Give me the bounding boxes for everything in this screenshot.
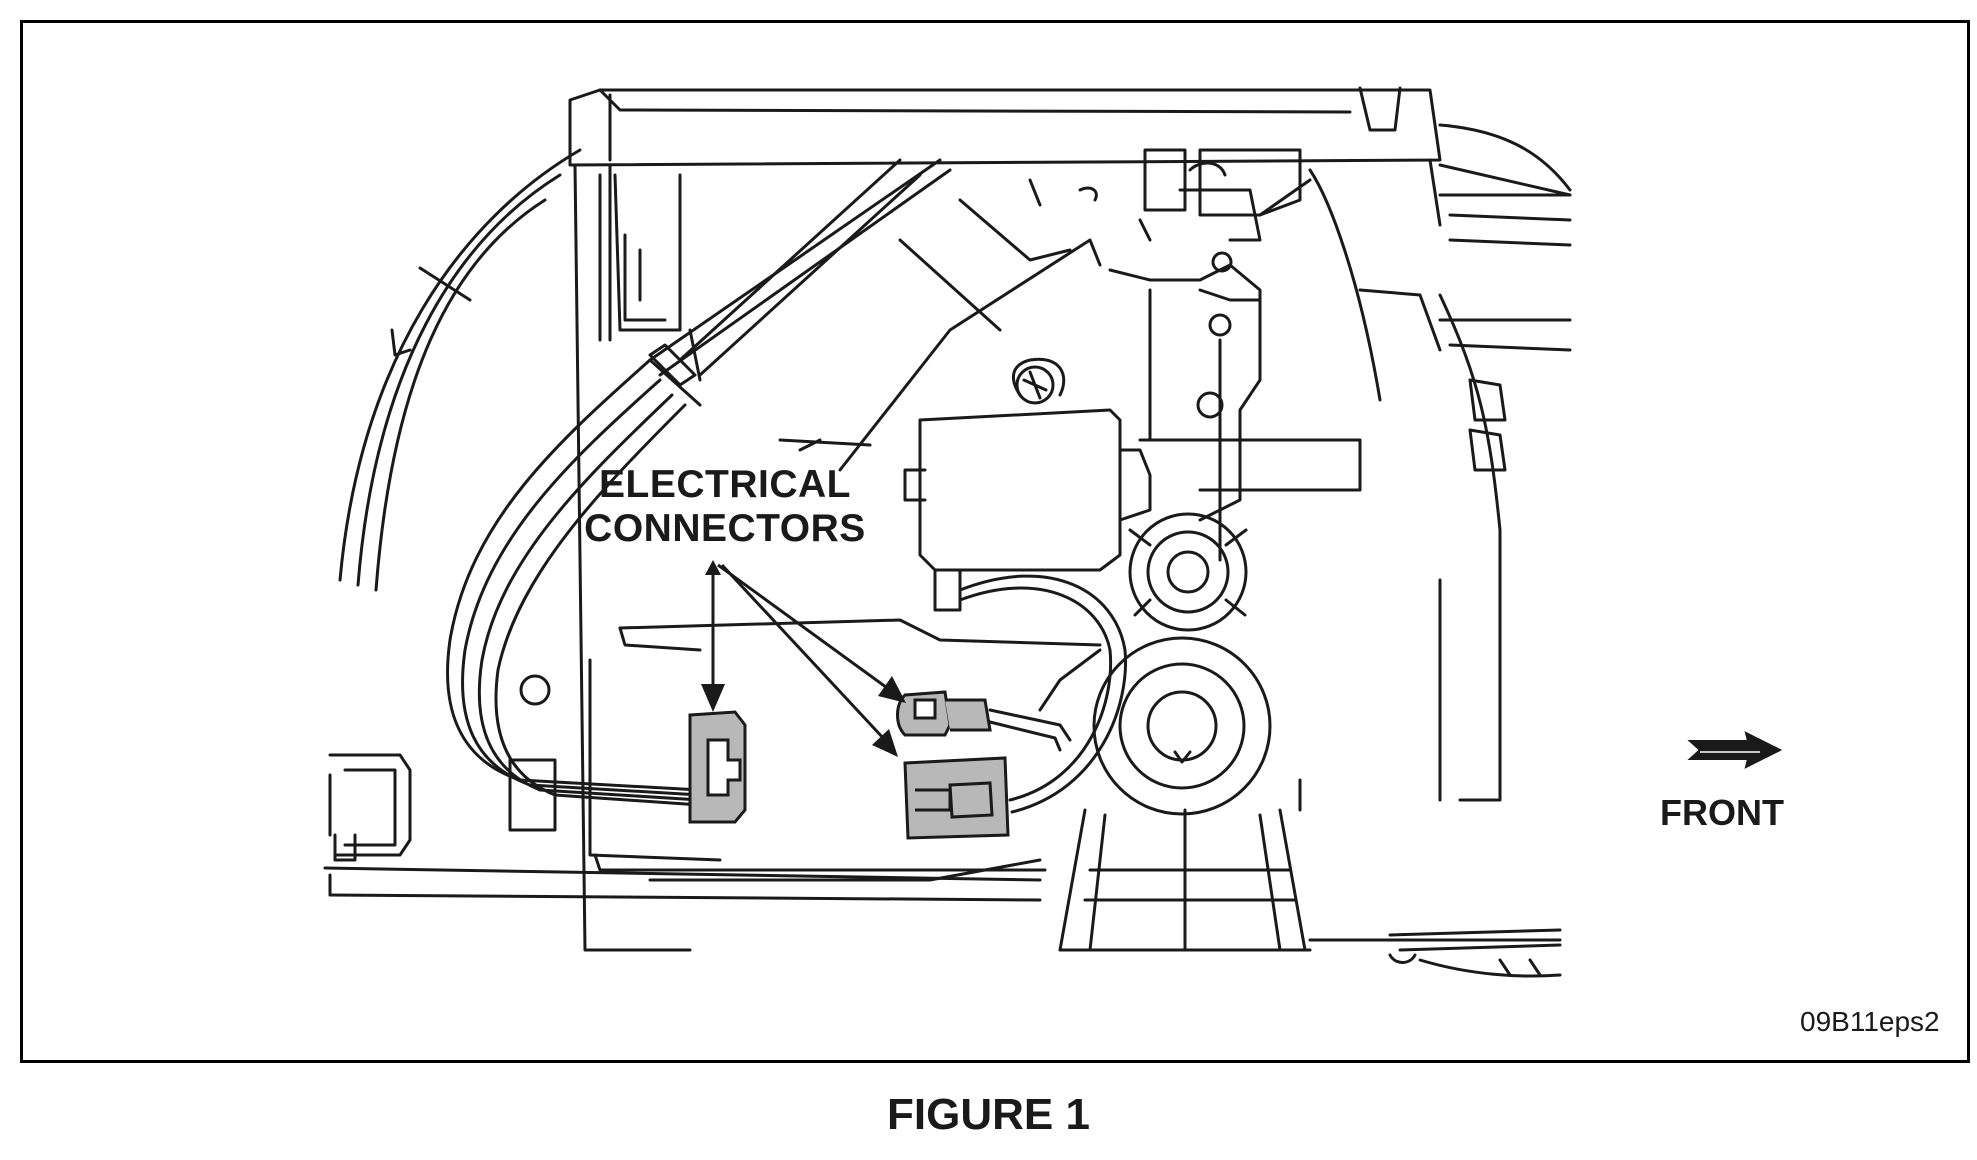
square-relay-connector — [903, 756, 1010, 840]
edge-connector — [328, 753, 412, 862]
harness-connector-main — [688, 710, 747, 824]
electrical-connectors-callout: ELECTRICAL CONNECTORS — [560, 463, 890, 551]
left-plate — [573, 163, 692, 952]
figure-caption: FIGURE 1 — [887, 1090, 1090, 1139]
upper-switch — [1028, 148, 1312, 242]
drawing-code: 09B11eps2 — [1800, 1006, 1940, 1037]
wire-harness — [446, 158, 952, 807]
bottom-rail — [323, 866, 1562, 978]
diagonal-ribs — [678, 158, 1102, 472]
drive-gear — [1128, 512, 1248, 632]
callout-line-1: ELECTRICAL — [599, 463, 851, 506]
housing-arc — [338, 148, 582, 592]
latch-bracket — [1108, 161, 1362, 562]
small-plug-connector — [896, 690, 992, 737]
callout-line-2: CONNECTORS — [584, 507, 866, 550]
top-frame-bar — [568, 86, 1572, 227]
motor-actuator — [903, 357, 1152, 612]
callout-arrowheads — [701, 560, 906, 757]
harness-clip — [508, 343, 697, 832]
figure-frame — [20, 20, 1970, 1063]
front-label: FRONT — [1660, 792, 1784, 833]
lower-support — [1058, 778, 1562, 952]
right-trim-panel — [1308, 163, 1572, 802]
lower-drum — [1038, 636, 1272, 816]
front-arrow-icon — [1687, 731, 1783, 769]
center-housing — [519, 618, 1102, 882]
connector-wires — [958, 574, 1128, 814]
callout-leaders — [711, 563, 891, 742]
